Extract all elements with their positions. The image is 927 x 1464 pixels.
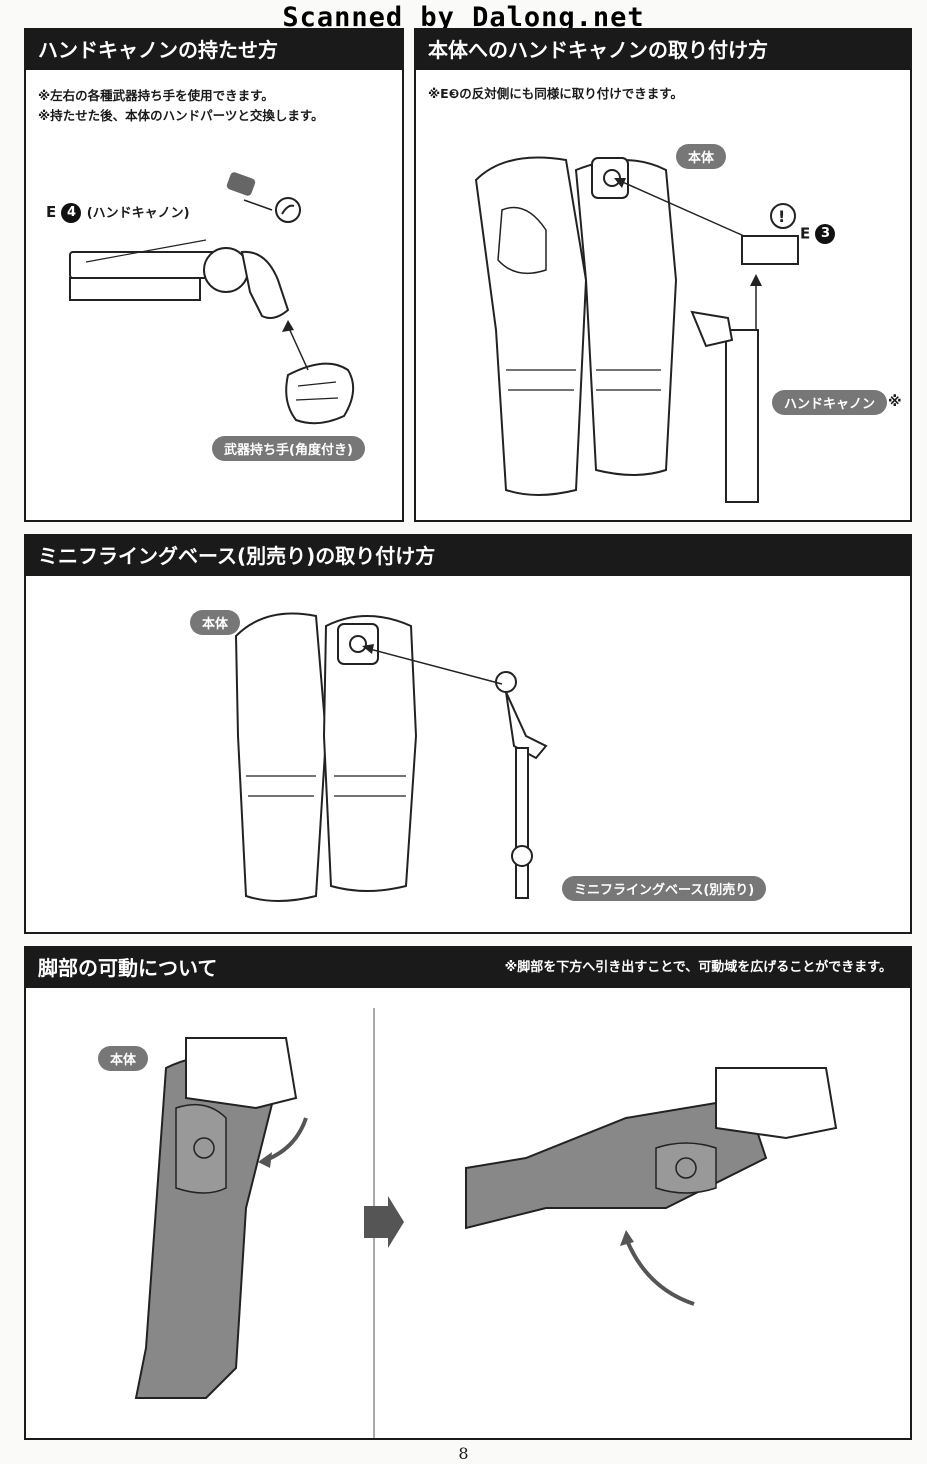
- panel-leg-movement: 脚部の可動について ※脚部を下方へ引き出すことで、可動域を広げることができます。…: [24, 946, 912, 1440]
- leg-movement-illustration: [134, 1008, 838, 1438]
- scan-watermark: Scanned by Dalong.net: [282, 2, 645, 33]
- header-note: ※脚部を下方へ引き出すことで、可動域を広げることができます。: [504, 960, 892, 975]
- label-body: 本体: [98, 1046, 149, 1071]
- panel-flying-base: ミニフライングベース(別売り)の取り付け方 本体 ミニフライングベース(別売り): [24, 534, 912, 934]
- part-label-e4: E 4 (ハンドキャノン): [46, 202, 190, 223]
- panel-title: 脚部の可動について ※脚部を下方へ引き出すことで、可動域を広げることができます。: [26, 948, 910, 988]
- panel-hand-cannon-attach: 本体へのハンドキャノンの取り付け方 ※E❸の反対側にも同様に取り付けできます。 …: [414, 28, 912, 522]
- note-line-1: ※左右の各種武器持ち手を使用できます。: [38, 88, 274, 103]
- part-number-badge: 3: [815, 224, 836, 244]
- svg-text:!: !: [778, 207, 785, 226]
- robot-legs-illustration: !: [474, 156, 799, 503]
- part-number-badge: 4: [61, 202, 82, 223]
- panel-title: ミニフライングベース(別売り)の取り付け方: [26, 536, 910, 576]
- page-number: 8: [458, 1444, 469, 1463]
- label-mini-flying-base: ミニフライングベース(別売り): [562, 876, 767, 901]
- label-hand-cannon: ハンドキャノン: [772, 390, 888, 415]
- panel-hand-cannon-hold: ハンドキャノンの持たせ方 ※左右の各種武器持ち手を使用できます。 ※持たせた後、…: [24, 28, 404, 522]
- label-hand-cannon-mark: ※: [888, 394, 902, 410]
- panel-title: 本体へのハンドキャノンの取り付け方: [416, 30, 910, 70]
- label-weapon-hand: 武器持ち手(角度付き): [212, 436, 365, 461]
- hand-cannon-illustration: [69, 172, 355, 425]
- flying-base-illustration: [234, 612, 548, 902]
- label-body: 本体: [190, 610, 241, 635]
- note-line: ※E❸の反対側にも同様に取り付けできます。: [428, 86, 684, 101]
- part-label-e3: E 3: [800, 224, 836, 244]
- panel-title: ハンドキャノンの持たせ方: [26, 30, 402, 70]
- note-line-2: ※持たせた後、本体のハンドパーツと交換します。: [38, 108, 324, 123]
- label-body: 本体: [676, 144, 727, 169]
